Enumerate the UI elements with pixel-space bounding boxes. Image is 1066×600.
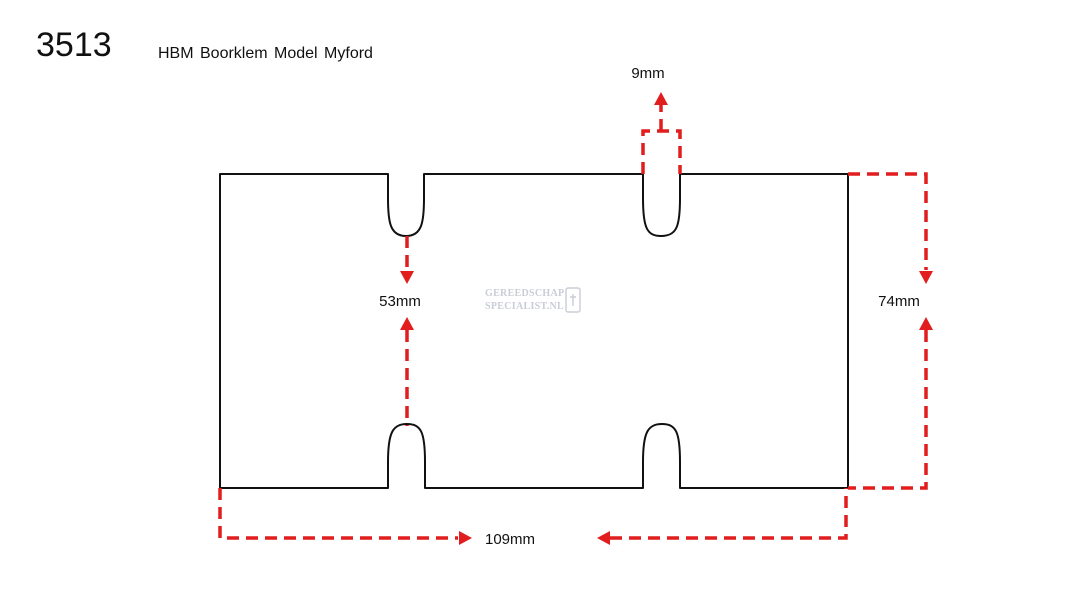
dimension-height: 74mm [848,172,933,490]
width-label: 109mm [485,531,535,548]
watermark-tool-icon [570,294,576,306]
width-left-bracket [218,488,458,540]
arrow-left-icon [597,531,610,545]
product-number: 3513 [36,26,112,64]
watermark-badge-icon [565,287,581,313]
dimension-slot-gap: 53mm [379,236,421,426]
slot-gap-label: 53mm [379,293,421,310]
arrow-down-icon [400,271,414,284]
arrow-right-icon [459,531,472,545]
slot-width-bracket [641,129,682,174]
slot-width-label: 9mm [631,65,664,82]
width-right-bracket [610,488,848,540]
watermark-line-1: GEREEDSCHAP [485,288,564,299]
height-lower-bracket [848,330,928,490]
watermark-line-2: SPECIALIST.NL [485,301,564,312]
product-title: HBM Boorklem Model Myford [158,45,373,62]
arrow-up-icon [400,317,414,330]
dimension-width: 109mm [218,488,848,548]
arrow-up-icon [919,317,933,330]
height-upper-bracket [848,172,928,270]
height-label: 74mm [878,293,920,310]
dimension-slot-width: 9mm [631,65,682,174]
arrow-up-icon [654,92,668,105]
arrow-down-icon [919,271,933,284]
watermark: GEREEDSCHAP SPECIALIST.NL [485,287,581,313]
clamp-outline [219,173,849,489]
